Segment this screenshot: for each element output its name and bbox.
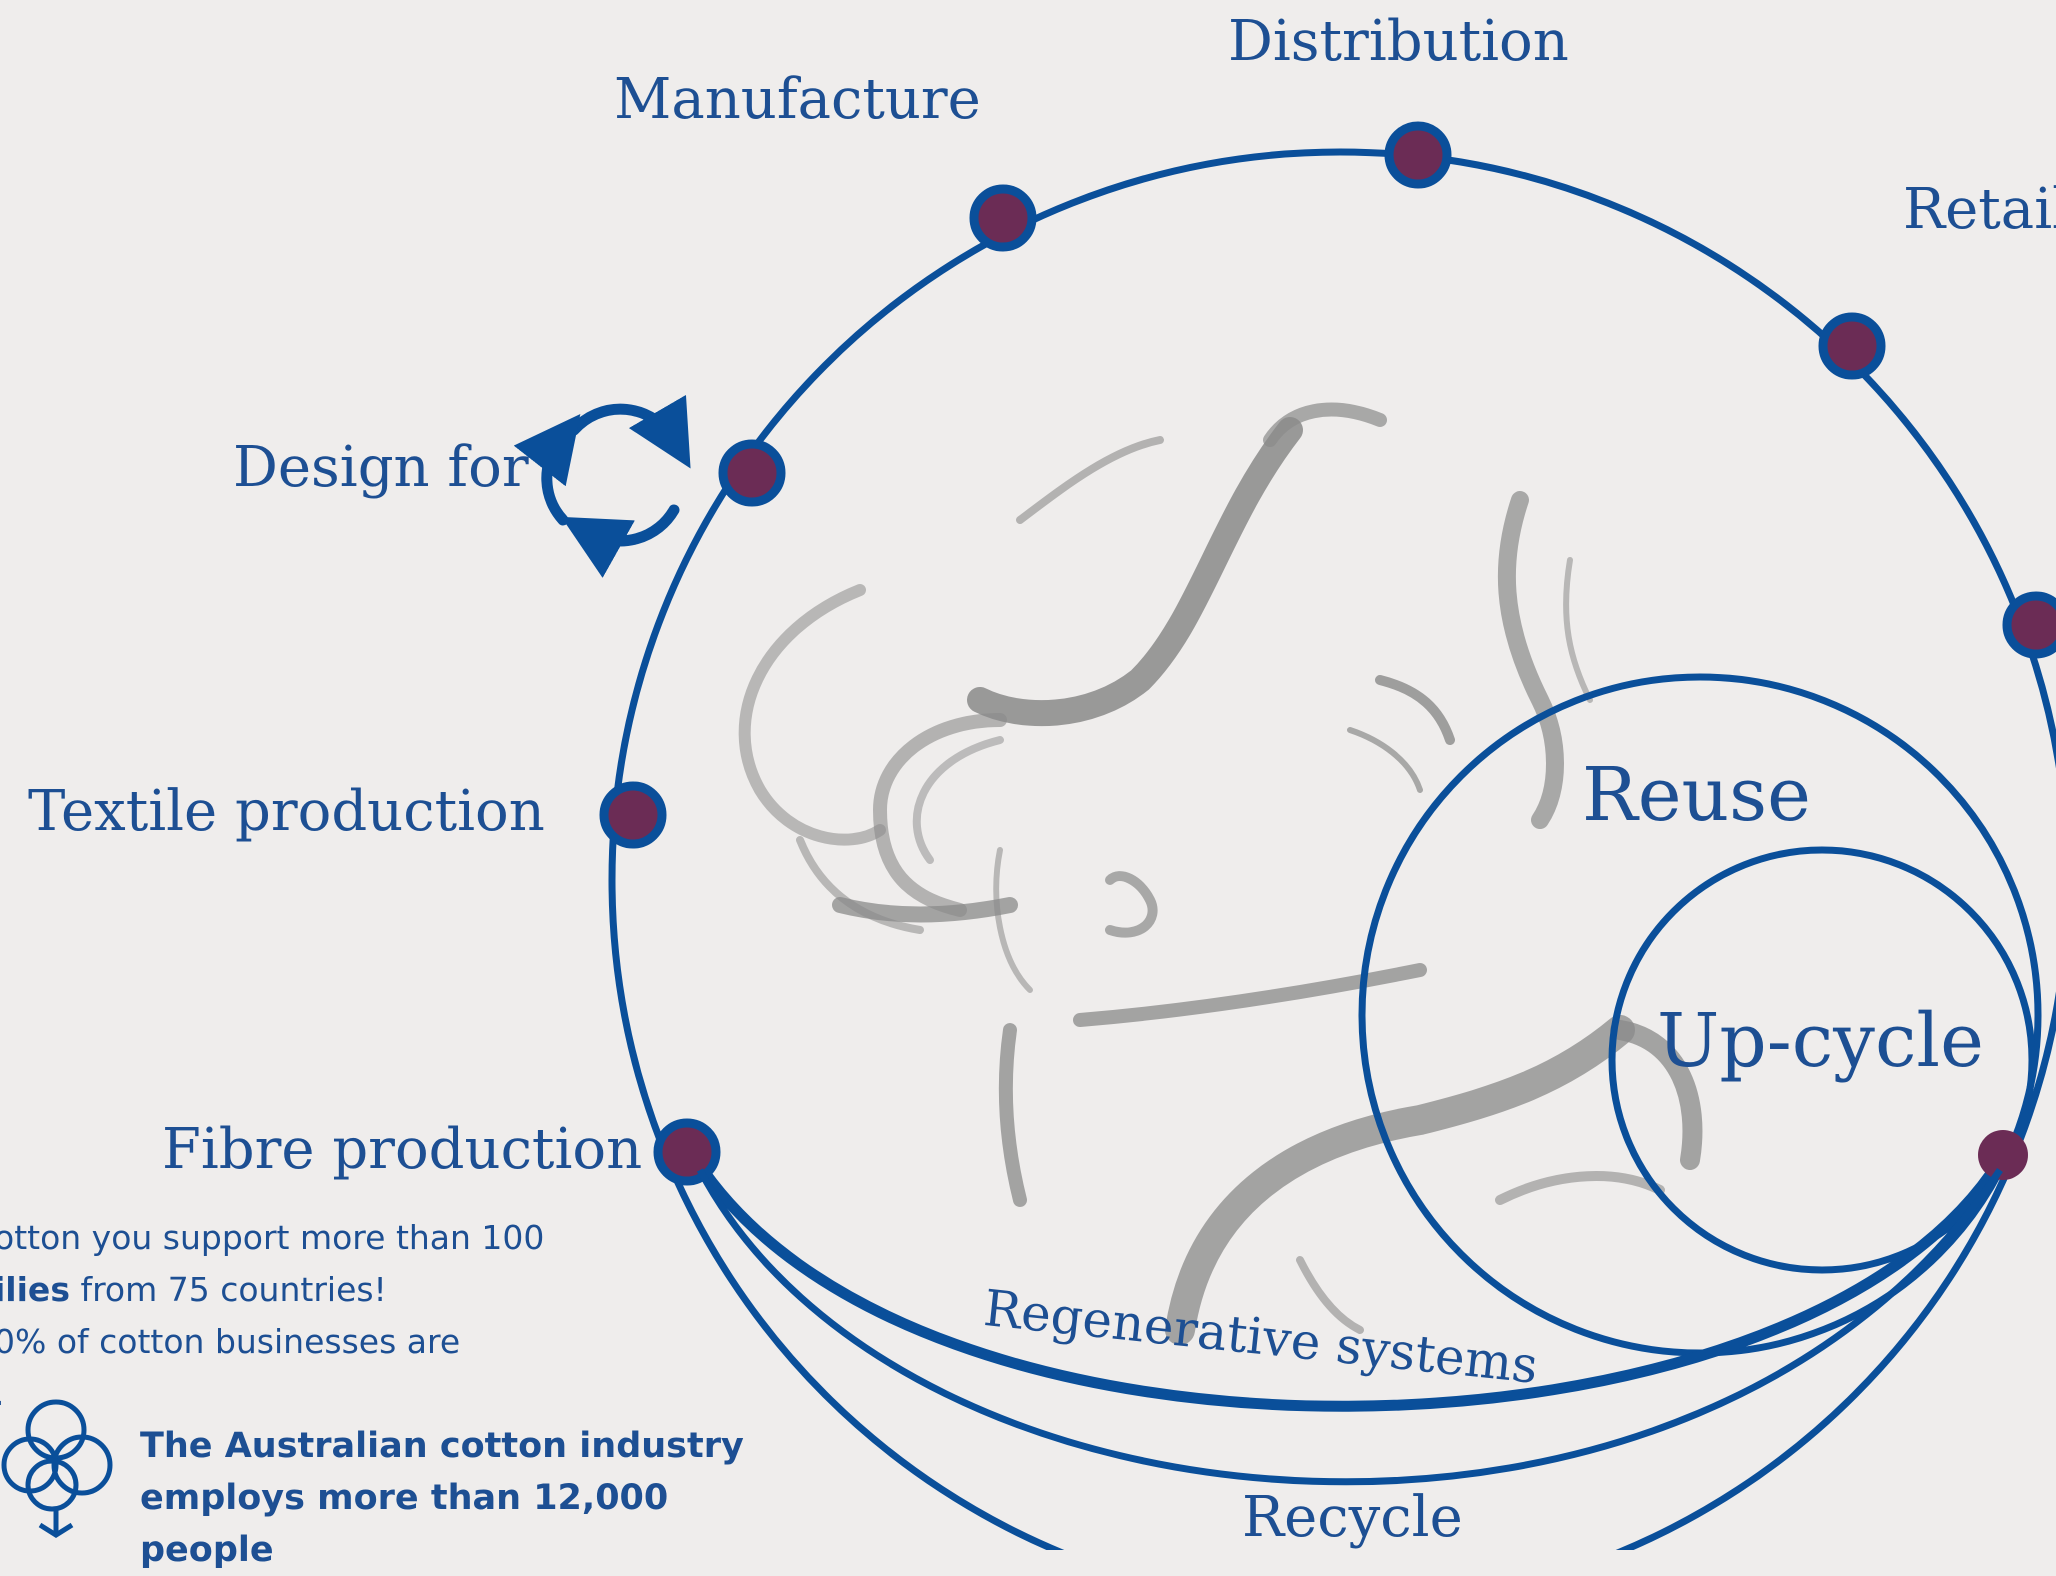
- callout-line-1: The Australian cotton industry: [140, 1426, 744, 1466]
- body-line-4: .: [0, 1368, 614, 1420]
- regenerative-systems-curve: [685, 1147, 2005, 1412]
- node-fibre-production[interactable]: [653, 1118, 721, 1186]
- cotton-boll-icon: [1, 1399, 113, 1538]
- node-retail[interactable]: [1818, 312, 1886, 380]
- stage-nodes: [599, 121, 2056, 1186]
- label-manufacture: Manufacture: [614, 67, 981, 132]
- main-cycle-circle: [608, 148, 2056, 1550]
- body-line-3: 0% of cotton businesses are: [0, 1322, 461, 1361]
- body-line-2-bold: ilies: [0, 1270, 70, 1309]
- label-textile-production: Textile production: [28, 779, 545, 844]
- industry-callout: The Australian cotton industry employs m…: [140, 1420, 800, 1576]
- node-manufacture[interactable]: [969, 184, 1037, 252]
- body-line-2-rest: from 75 countries!: [69, 1270, 387, 1309]
- label-upcycle: Up-cycle: [1657, 998, 1984, 1084]
- label-retail: Retail: [1903, 177, 2056, 242]
- node-design[interactable]: [718, 439, 786, 507]
- callout-line-2: employs more than 12,000 people: [140, 1478, 669, 1570]
- label-design-for: Design for: [233, 435, 529, 500]
- recycle-arrows-icon: [513, 394, 691, 578]
- body-line-1: otton you support more than 100: [0, 1218, 545, 1257]
- label-reuse: Reuse: [1582, 752, 1811, 838]
- sketch-illustration: [738, 402, 1703, 1345]
- label-recycle: Recycle: [1242, 1485, 1463, 1550]
- recycle-arc: [696, 1168, 2003, 1486]
- body-line-2: ilies from 75 countries!: [0, 1264, 614, 1316]
- upcycle-circle: [1608, 846, 2036, 1274]
- label-distribution: Distribution: [1228, 9, 1569, 74]
- node-textile-production[interactable]: [599, 781, 667, 849]
- node-use[interactable]: [2002, 591, 2056, 659]
- node-convergence[interactable]: [1978, 1130, 2028, 1180]
- label-fibre-production: Fibre production: [162, 1117, 642, 1182]
- node-distribution[interactable]: [1384, 121, 1452, 189]
- cotton-info-text: otton you support more than 100 ilies fr…: [0, 1212, 614, 1420]
